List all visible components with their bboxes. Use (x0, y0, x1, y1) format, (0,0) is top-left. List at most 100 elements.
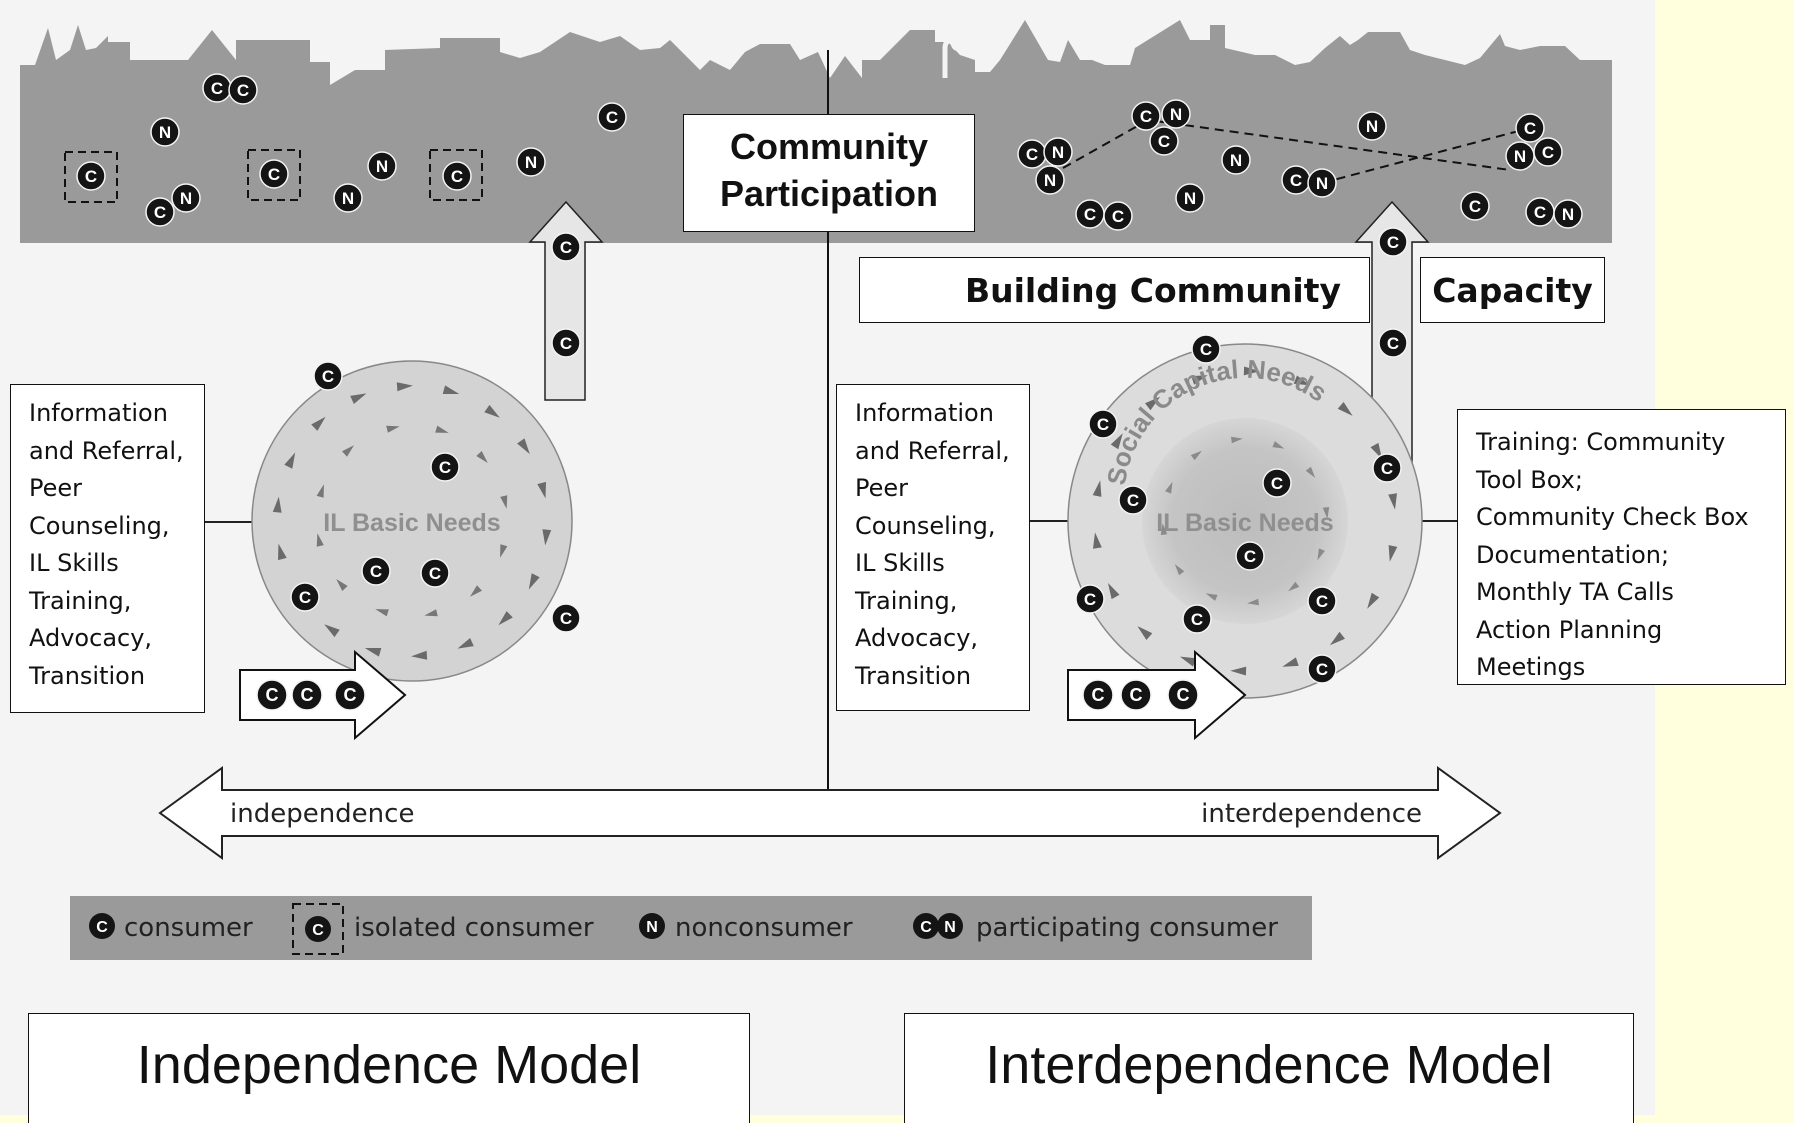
nonconsumer-marker (1553, 199, 1583, 229)
consumer-marker (1533, 137, 1563, 167)
flow-triangle (1092, 480, 1102, 497)
right-service-line: Peer (855, 474, 909, 502)
flow-triangle (424, 609, 438, 617)
marker-symbol: C (370, 562, 382, 581)
capacity-band: Capacity (1420, 257, 1605, 323)
isolated-box (64, 151, 118, 203)
flow-triangle (1388, 493, 1397, 510)
left-flow-triangles (272, 382, 552, 660)
flow-triangle (1093, 532, 1102, 549)
flow-triangle (1272, 441, 1285, 449)
marker-symbol: C (1200, 340, 1212, 359)
consumer-marker (1378, 227, 1408, 257)
nonconsumer-marker (1175, 183, 1205, 213)
nonconsumer-marker (171, 183, 201, 213)
left-service-line: Counseling, (29, 511, 170, 540)
marker-symbol: N (1170, 105, 1182, 124)
flow-triangle (1282, 657, 1299, 667)
flow-triangle (1108, 583, 1120, 600)
marker-symbol: C (451, 167, 463, 186)
interdependence-model-title: Interdependence Model (904, 1013, 1634, 1123)
marker-symbol: C (1534, 203, 1546, 222)
participation-link-2 (1321, 127, 1531, 184)
marker-symbol: C (85, 167, 97, 186)
flow-triangle (316, 484, 324, 498)
legend-consumer-marker (89, 913, 115, 939)
nonconsumer-marker (1035, 165, 1065, 195)
flow-triangle (1317, 548, 1325, 561)
independence-model-label: Independence Model (136, 1035, 642, 1095)
marker-symbol: C (1140, 107, 1152, 126)
training-line: Documentation; (1476, 540, 1670, 569)
flow-triangle (1205, 593, 1218, 601)
training-line: Training: Community (1476, 428, 1726, 456)
consumer-marker (1082, 679, 1114, 711)
marker-symbol: C (1158, 132, 1170, 151)
consumer-marker (1120, 679, 1152, 711)
flow-triangle (1367, 592, 1380, 609)
consumer-marker (1118, 485, 1148, 515)
consumer-marker (334, 679, 366, 711)
consumer-marker (228, 75, 258, 105)
nonconsumer-marker (1221, 145, 1251, 175)
legend-isolated-marker (305, 916, 331, 942)
legend-participating-label: participating consumer (976, 913, 1278, 943)
marker-symbol: C (560, 334, 572, 353)
flow-triangle (364, 648, 382, 657)
marker-symbol: C (299, 588, 311, 607)
legend-participating-c-symbol: C (920, 919, 932, 936)
flow-triangle (442, 385, 460, 394)
consumer-marker (291, 679, 323, 711)
marker-symbol: C (1387, 334, 1399, 353)
consumer-marker (1088, 409, 1118, 439)
flow-triangle (1191, 375, 1208, 385)
independence-axis-label: independence (230, 799, 414, 829)
flow-triangle (470, 585, 482, 597)
training-box: Training: Community Tool Box; Community … (1457, 409, 1786, 685)
marker-symbol: C (1271, 474, 1283, 493)
flow-triangle (396, 382, 413, 392)
consumer-marker (551, 232, 581, 262)
title-line-1: Community (730, 126, 928, 167)
left-service-line: Information (29, 399, 168, 427)
legend-consumer-symbol: C (96, 919, 108, 936)
right-service-line: Transition (855, 661, 972, 690)
training-line: Tool Box; (1476, 465, 1583, 494)
legend-nonconsumer-marker (639, 913, 665, 939)
consumer-marker (1378, 328, 1408, 358)
flow-triangle (350, 393, 367, 404)
flow-triangle (1337, 402, 1353, 416)
flow-triangle (476, 451, 488, 463)
flow-triangle (1231, 436, 1243, 444)
isolated-box (429, 149, 483, 201)
nonconsumer-marker (150, 117, 180, 147)
legend-nonconsumer-label: nonconsumer (675, 913, 853, 943)
training-line: Meetings (1476, 653, 1586, 681)
flow-triangle (1110, 433, 1123, 450)
consumer-marker (597, 102, 627, 132)
left-basic-needs-circle (251, 360, 573, 682)
flow-triangle (375, 609, 389, 617)
consumer-marker (290, 582, 320, 612)
right-basic-needs-circle (1142, 418, 1348, 624)
right-service-line: Advocacy, (855, 624, 979, 652)
right-service-line: Training, (855, 586, 958, 615)
interdependence-model-label: Interdependence Model (985, 1035, 1553, 1095)
flow-triangle (278, 543, 287, 561)
consumer-marker (145, 197, 175, 227)
capacity-label: Capacity (1432, 270, 1593, 310)
right-service-line: IL Skills (855, 549, 945, 577)
nonconsumer-marker (1161, 99, 1191, 129)
legend-consumer-label: consumer (124, 913, 253, 943)
marker-symbol: N (1044, 171, 1056, 190)
marker-symbol: N (159, 123, 171, 142)
flow-triangle (1145, 396, 1161, 411)
consumer-marker (551, 328, 581, 358)
lamp-light-shape (951, 37, 965, 51)
flow-triangle (324, 624, 340, 638)
marker-symbol: C (268, 165, 280, 184)
marker-symbol: C (1316, 592, 1328, 611)
right-service-line: Counseling, (855, 511, 996, 540)
